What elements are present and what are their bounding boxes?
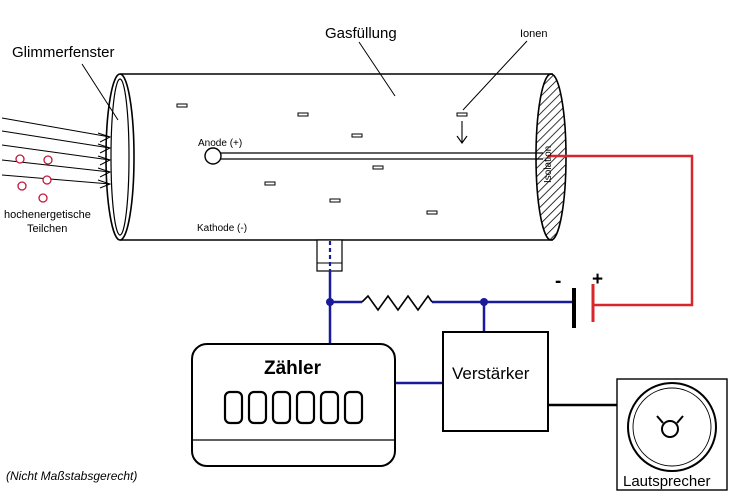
particles-label-line1: hochenergetische xyxy=(4,209,91,221)
counter-tube xyxy=(105,73,567,241)
counter-digit-box xyxy=(343,390,364,425)
cathode-connector xyxy=(316,239,343,272)
battery-plus-sign: + xyxy=(592,269,603,290)
counter-digit-box xyxy=(295,390,316,425)
ion-marker xyxy=(351,133,363,138)
counter-digit-box xyxy=(247,390,268,425)
counter-unit xyxy=(191,343,396,467)
junction-dot xyxy=(326,298,334,306)
anode-lead-red xyxy=(548,154,694,307)
ion-marker xyxy=(264,181,276,186)
particle-dots xyxy=(15,154,53,203)
mica-window xyxy=(105,73,135,241)
resistor xyxy=(361,294,433,312)
ion-marker xyxy=(372,165,384,170)
counter-digit-box xyxy=(223,390,244,425)
ion-marker xyxy=(329,198,341,203)
anode-label: Anode (+) xyxy=(198,138,242,149)
ion-marker xyxy=(297,112,309,117)
anode-wire xyxy=(204,147,543,165)
junction-dot xyxy=(480,298,488,306)
ion-marker xyxy=(176,103,188,108)
ion-markers xyxy=(176,103,468,215)
window-label: Glimmerfenster xyxy=(12,44,115,61)
counter-digit-box xyxy=(319,390,340,425)
cathode-lead-blue xyxy=(328,271,566,385)
amplifier-box xyxy=(442,331,549,432)
battery-minus-sign: - xyxy=(555,271,561,292)
ion-drift-arrow xyxy=(456,121,468,144)
incoming-particles xyxy=(1,117,112,189)
amplifier-label: Verstärker xyxy=(452,364,530,383)
anode-tip xyxy=(204,147,222,165)
battery xyxy=(566,284,595,328)
speaker-label: Lautsprecher xyxy=(623,473,711,490)
ions-label: Ionen xyxy=(520,28,548,40)
gas-fill-label: Gasfüllung xyxy=(325,25,397,42)
counter-digit-box xyxy=(271,390,292,425)
cathode-label: Kathode (-) xyxy=(197,223,247,234)
speaker-cone-icon xyxy=(661,420,679,438)
ion-marker xyxy=(426,210,438,215)
particles-label-line2: Teilchen xyxy=(27,223,67,235)
insulation-label: Isolation xyxy=(543,146,554,183)
label-leaders xyxy=(81,40,528,121)
counter-title: Zähler xyxy=(264,358,322,379)
scale-note: (Nicht Maßstabsgerecht) xyxy=(6,469,137,483)
ion-marker xyxy=(456,112,468,117)
speaker-unit xyxy=(616,378,728,491)
